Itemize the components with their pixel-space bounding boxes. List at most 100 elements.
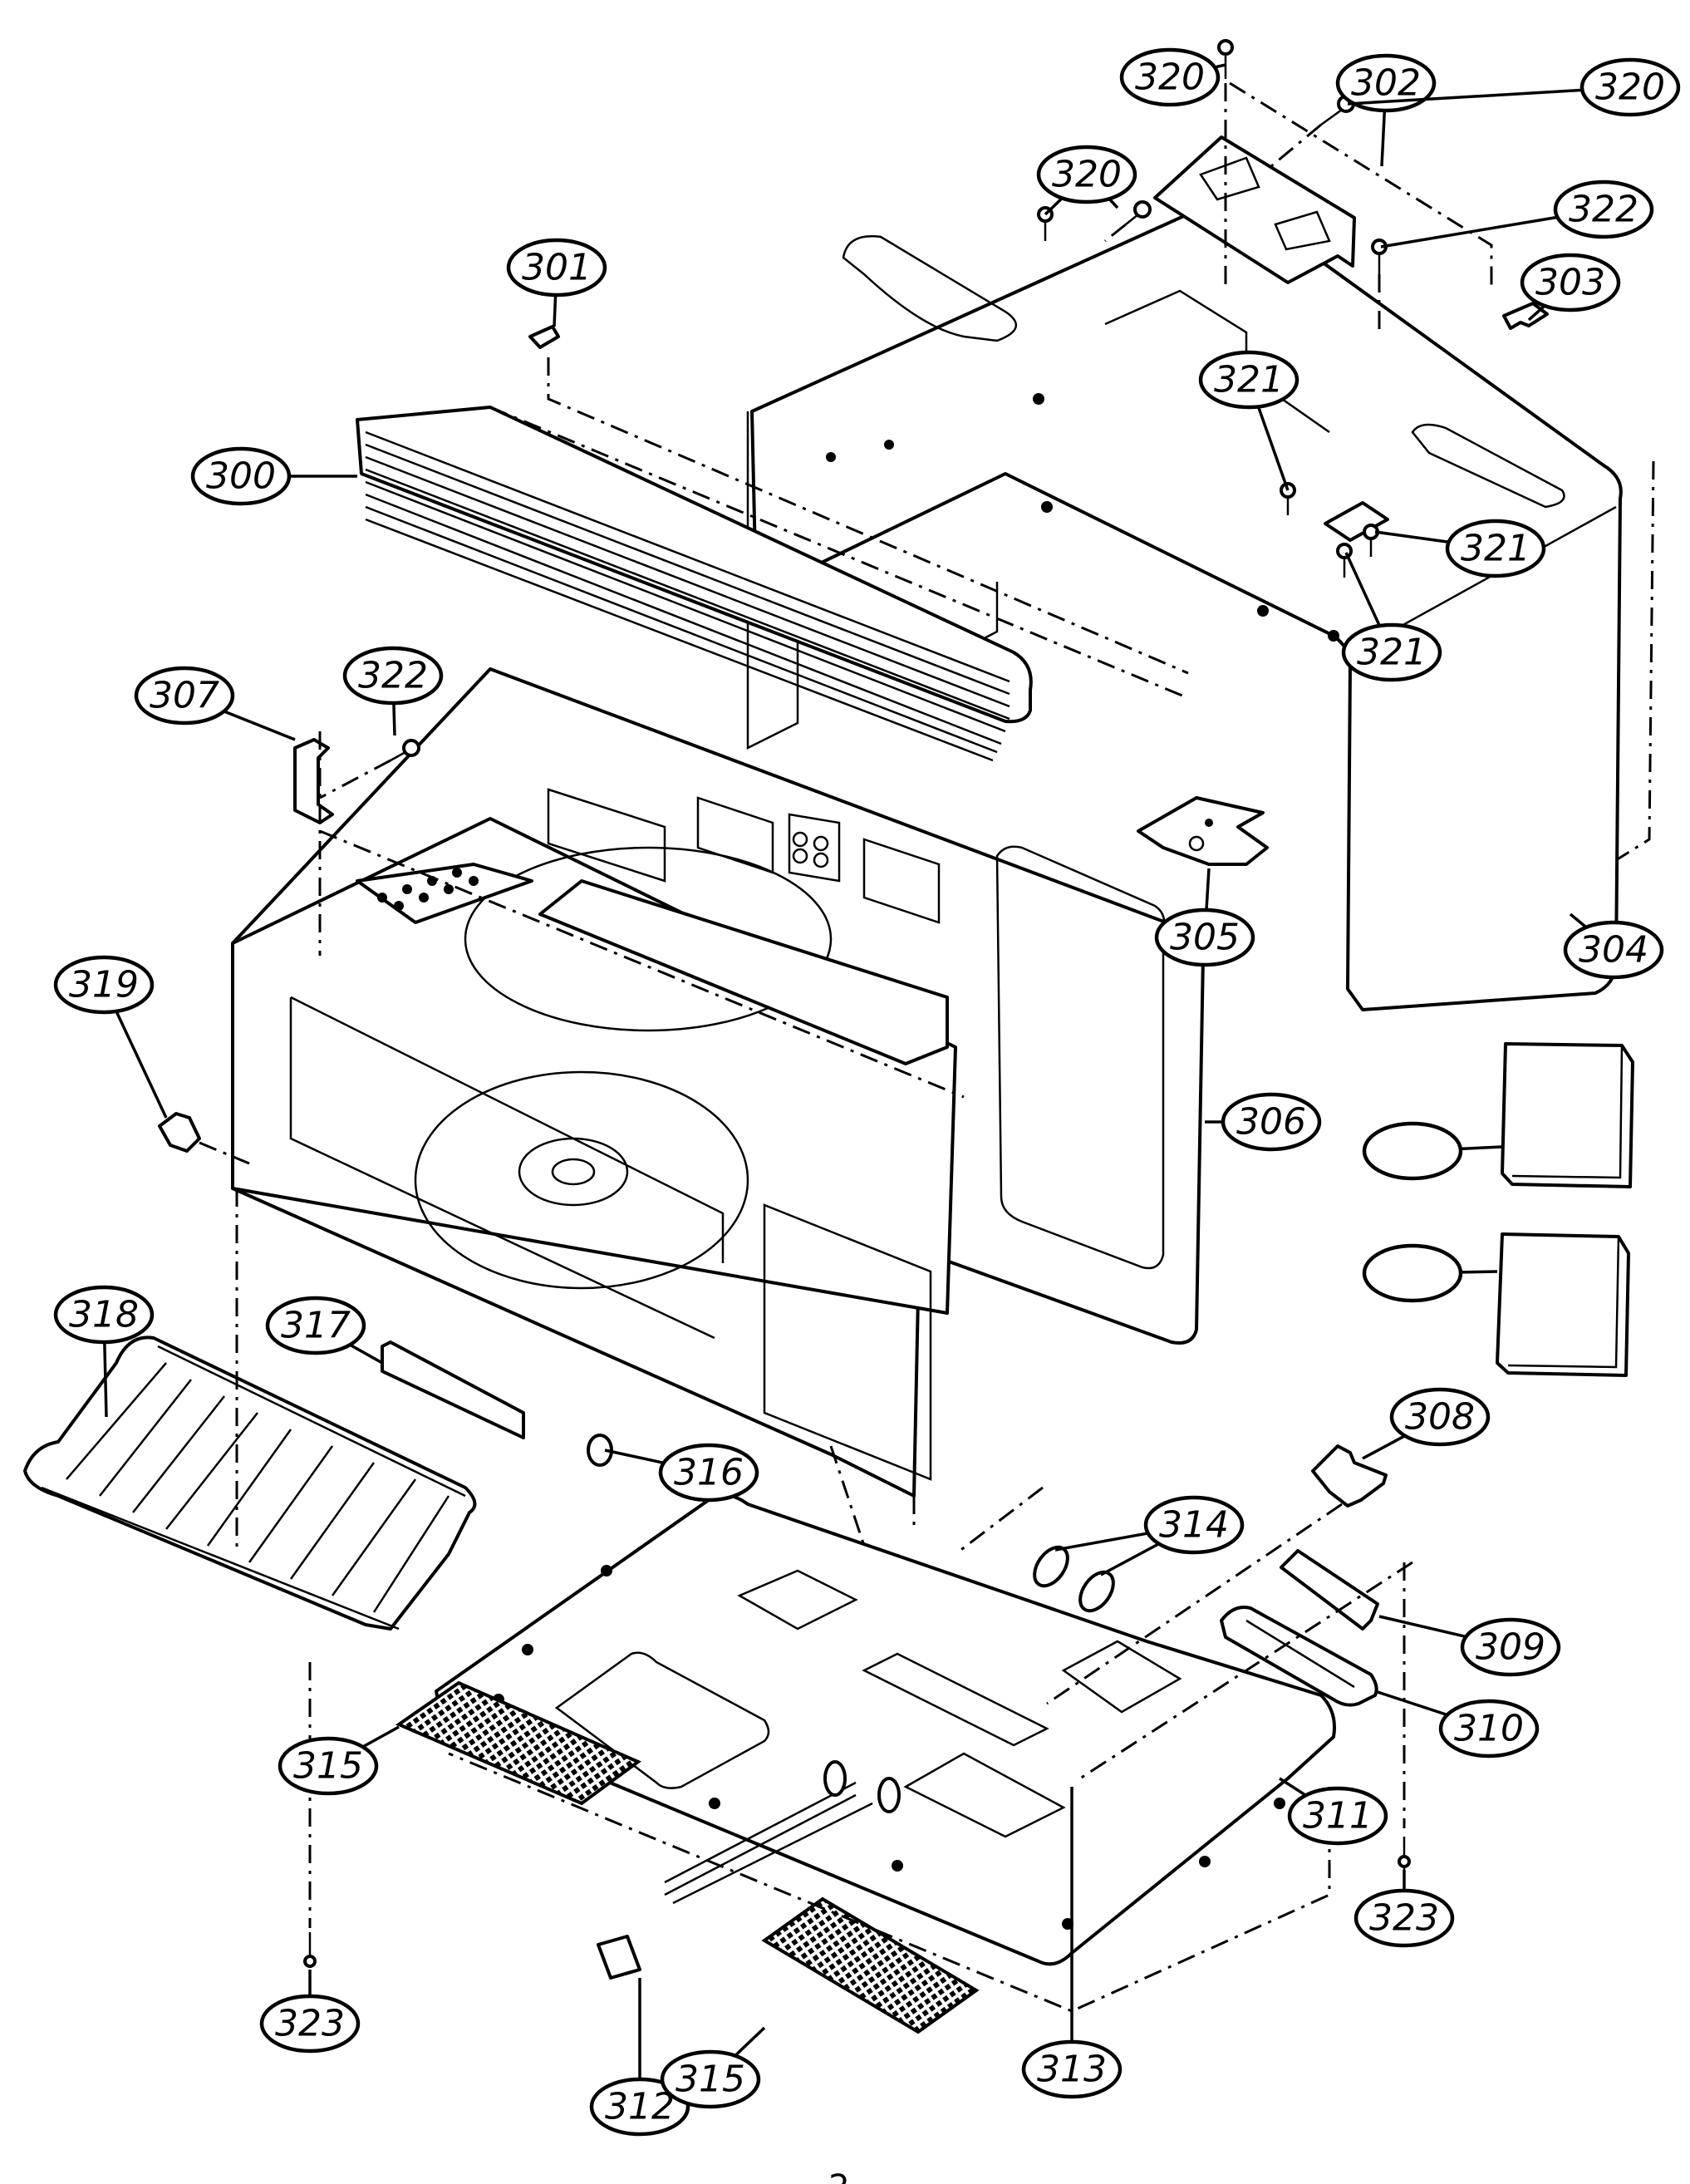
callout-300: 300 xyxy=(190,446,357,506)
callout-303: 303 xyxy=(1520,253,1621,322)
callout-319: 319 xyxy=(53,955,168,1119)
wire-harness-312-part xyxy=(597,1760,901,1980)
callout-ellipse xyxy=(1362,1121,1463,1181)
clip-303-part xyxy=(1502,302,1549,330)
callout-blank xyxy=(1362,1243,1498,1303)
leader-line xyxy=(1569,912,1588,929)
callout-321: 321 xyxy=(1374,519,1546,578)
callout-ellipse xyxy=(1520,253,1621,312)
leader-line xyxy=(1374,1690,1448,1717)
lens-309-part xyxy=(1280,1549,1379,1631)
callout-323: 323 xyxy=(1353,1870,1455,1948)
callout-316: 316 xyxy=(604,1443,759,1503)
cavity-assembly-part xyxy=(231,667,1206,1498)
callout-320: 320 xyxy=(1347,57,1681,117)
screw-320-left-b xyxy=(1125,200,1152,225)
latch-319-part xyxy=(158,1112,201,1153)
leader-line xyxy=(1205,868,1211,911)
callout-305: 305 xyxy=(1154,868,1255,967)
callout-label: 322 xyxy=(358,655,428,697)
callout-ellipse xyxy=(658,1443,759,1503)
callout-322: 322 xyxy=(342,646,444,736)
callout-ellipse xyxy=(1353,1888,1455,1948)
leader-line xyxy=(553,294,558,327)
callout-label: 300 xyxy=(206,455,276,498)
callout-318: 318 xyxy=(53,1285,155,1418)
bracket-307-part xyxy=(293,738,334,824)
callout-label: 315 xyxy=(676,2059,745,2101)
callout-label: 320 xyxy=(1052,154,1122,196)
leader-line xyxy=(1054,1532,1149,1552)
callout-301: 301 xyxy=(506,238,607,327)
holder-308-part xyxy=(1311,1444,1388,1508)
callout-label: 307 xyxy=(150,675,219,717)
callout-320: 320 xyxy=(1036,145,1137,216)
screw-323-right xyxy=(1398,1837,1411,1870)
callout-label: 314 xyxy=(1159,1504,1229,1547)
base-plate-311-part xyxy=(435,1493,1336,1966)
callout-label: 319 xyxy=(69,964,139,1006)
callout-ellipse xyxy=(53,955,155,1015)
callout-ellipse xyxy=(1154,908,1255,967)
callout-ellipse xyxy=(265,1296,366,1355)
page-number: 2 xyxy=(828,2168,849,2184)
callout-323: 323 xyxy=(259,1970,361,2054)
callout-label: 321 xyxy=(1357,632,1427,674)
callout-ellipse xyxy=(589,2077,690,2137)
leader-line xyxy=(1374,530,1449,544)
callout-302: 302 xyxy=(1335,53,1437,167)
leader-line xyxy=(223,710,296,741)
unlabeled-box-2 xyxy=(1496,1232,1630,1377)
screw-320-top xyxy=(1217,39,1234,79)
callout-label: 322 xyxy=(1569,189,1638,231)
vent-grille-part xyxy=(356,406,1033,762)
callout-321: 321 xyxy=(1198,350,1299,491)
leader-line xyxy=(349,1343,383,1365)
callout-label: 320 xyxy=(1135,57,1205,99)
callout-ellipse xyxy=(259,1994,361,2054)
callout-label: 312 xyxy=(605,2086,675,2128)
callout-label: 316 xyxy=(674,1452,744,1494)
callout-label: 320 xyxy=(1595,66,1665,109)
leader-line xyxy=(1279,1777,1307,1797)
callout-label: 321 xyxy=(1461,528,1530,570)
leader-line xyxy=(361,1725,400,1749)
callout-315: 315 xyxy=(278,1725,400,1796)
callout-ellipse xyxy=(190,446,292,506)
callout-ellipse xyxy=(278,1736,379,1796)
screw-323-left xyxy=(303,1932,317,1968)
callout-label: 323 xyxy=(275,2003,345,2045)
callout-ellipse xyxy=(1579,57,1681,117)
callout-313: 313 xyxy=(1021,1787,1123,2099)
callout-label: 315 xyxy=(293,1745,363,1788)
unlabeled-box-1 xyxy=(1501,1042,1634,1188)
rack-318-part xyxy=(23,1335,477,1631)
callout-label: 304 xyxy=(1579,929,1648,971)
callout-ellipse xyxy=(342,646,444,706)
callout-label: 305 xyxy=(1170,917,1240,959)
leader-line xyxy=(1527,304,1546,322)
leader-line xyxy=(103,1341,108,1418)
screw-322-left xyxy=(390,739,420,762)
callout-322: 322 xyxy=(1380,180,1654,248)
callout-ellipse xyxy=(1438,1699,1540,1759)
callouts: 320 302 320 320 322 303 301 300 321 321 321 322 307 3… xyxy=(53,47,1681,2137)
callout-label: 310 xyxy=(1454,1708,1524,1750)
leader-line xyxy=(1256,406,1290,491)
callout-ellipse xyxy=(1021,2039,1123,2099)
leader-line xyxy=(115,1011,168,1119)
callout-ellipse xyxy=(660,2049,761,2109)
callout-label: 306 xyxy=(1236,1101,1306,1144)
lamp-314-part xyxy=(1033,1545,1115,1613)
leader-line xyxy=(604,1449,665,1464)
callout-ellipse xyxy=(1362,1243,1463,1303)
callout-ellipse xyxy=(1119,47,1221,107)
callout-ellipse xyxy=(1036,145,1137,204)
leader-line xyxy=(1362,1434,1406,1460)
leader-line xyxy=(1378,1615,1466,1639)
callout-ellipse xyxy=(1221,1092,1322,1152)
top-bracket-part xyxy=(1153,135,1356,284)
leader-line xyxy=(1100,1542,1160,1577)
callout-blank xyxy=(1362,1121,1503,1181)
